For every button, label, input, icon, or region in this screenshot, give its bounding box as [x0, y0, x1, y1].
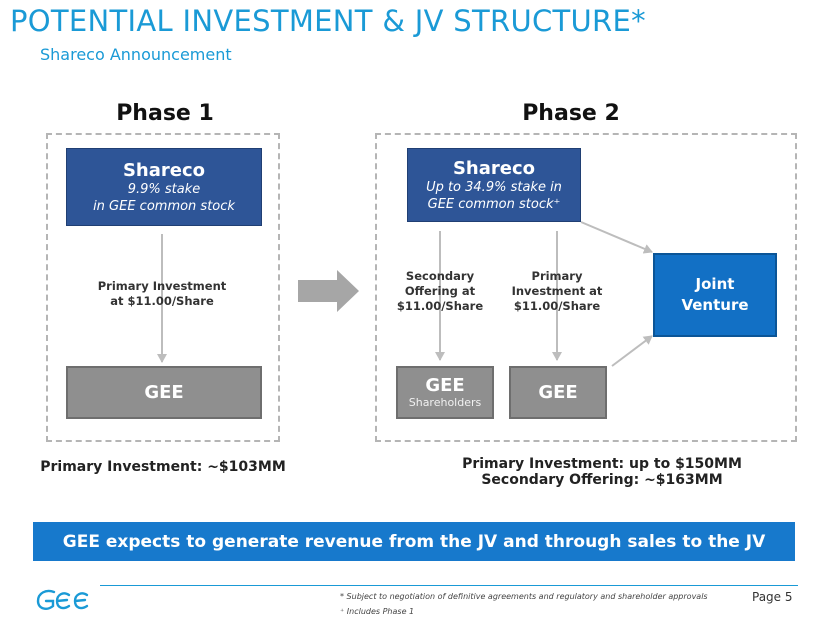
phase2-summary: Primary Investment: up to $150MM Seconda… [462, 456, 742, 488]
gee-shareholders-box: GEE Shareholders [396, 366, 494, 419]
footnote-2: ⁺ Includes Phase 1 [340, 607, 415, 616]
phase2-heading: Phase 2 [522, 101, 620, 126]
phase2-gee-box: GEE [509, 366, 607, 419]
footer-divider [100, 585, 798, 586]
page-title: POTENTIAL INVESTMENT & JV STRUCTURE* [10, 4, 646, 38]
phase1-shareco-box: Shareco 9.9% stake in GEE common stock [66, 148, 262, 226]
phase2-shareco-line1: Up to 34.9% stake in [426, 179, 562, 195]
page-number: Page 5 [752, 590, 793, 604]
gee-logo [36, 589, 89, 610]
phase-transition-arrow [298, 270, 359, 312]
gee-shareholders-name: GEE [425, 375, 465, 396]
footnote-1: * Subject to negotiation of definitive a… [340, 592, 708, 601]
phase1-shareco-line2: in GEE common stock [93, 198, 235, 214]
joint-venture-box: Joint Venture [653, 253, 777, 337]
page-subtitle: Shareco Announcement [40, 45, 232, 64]
phase1-summary: Primary Investment: ~$103MM [40, 459, 286, 475]
phase2-frame [375, 133, 797, 442]
revenue-banner: GEE expects to generate revenue from the… [33, 522, 795, 561]
phase2-gee-label: GEE [538, 382, 578, 403]
primary-investment-label: Primary Investment at $11.00/Share [511, 269, 603, 313]
shareco-to-jv-arrow [580, 221, 653, 254]
phase2-shareco-line2: GEE common stock⁺ [427, 196, 561, 212]
phase1-arrow-label: Primary Investment at $11.00/Share [97, 279, 227, 308]
phase1-gee-label: GEE [144, 382, 184, 403]
phase1-gee-box: GEE [66, 366, 262, 419]
phase2-shareco-box: Shareco Up to 34.9% stake in GEE common … [407, 148, 581, 222]
gee-shareholders-sub: Shareholders [408, 396, 482, 409]
jv-line2: Venture [681, 296, 749, 314]
secondary-offering-label: Secondary Offering at $11.00/Share [396, 269, 484, 313]
phase1-heading: Phase 1 [116, 101, 214, 126]
gee-to-jv-arrow [611, 335, 653, 367]
phase1-shareco-name: Shareco [122, 159, 206, 181]
jv-line1: Joint [695, 275, 735, 293]
phase2-shareco-name: Shareco [452, 157, 536, 179]
phase1-shareco-line1: 9.9% stake [127, 181, 201, 197]
phase1-frame [46, 133, 280, 442]
